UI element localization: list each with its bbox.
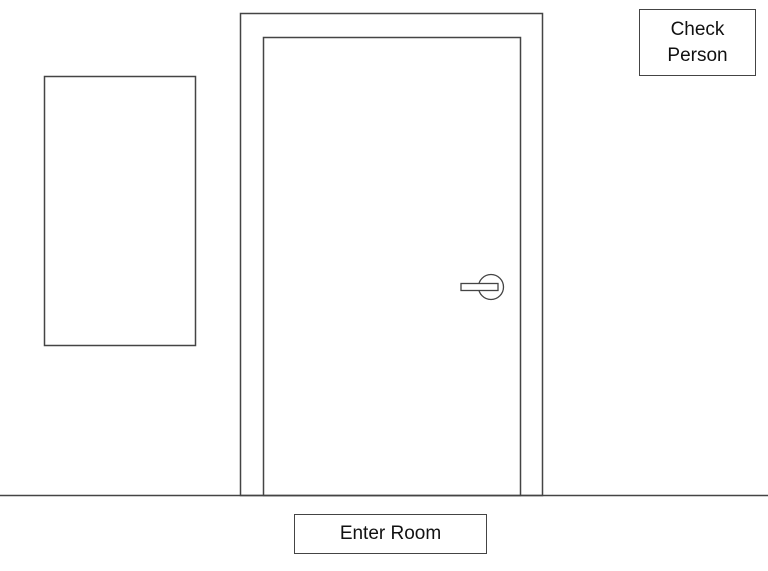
wall-window [43,75,197,347]
enter-room-button[interactable]: Enter Room [294,514,487,554]
door[interactable] [262,36,522,497]
check-person-button[interactable]: Check Person [639,9,756,76]
door-handle-icon[interactable] [460,273,505,301]
